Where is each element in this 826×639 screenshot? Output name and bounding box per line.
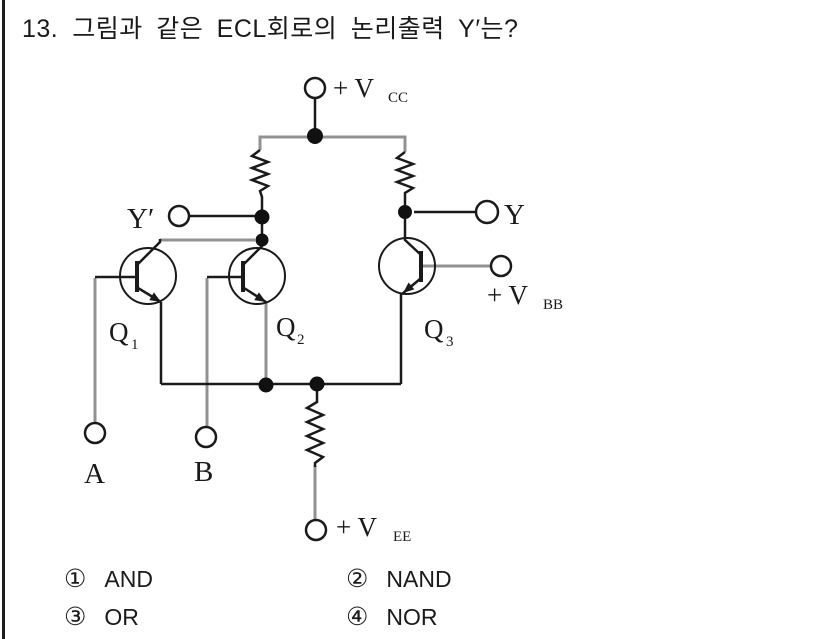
option-1: ① AND	[64, 566, 153, 592]
q2-emitter-arrow	[254, 292, 266, 302]
input-a-label: A	[84, 458, 105, 490]
question-text: 그림과 같은 ECL회로의 논리출력 Y′는?	[72, 15, 519, 43]
y-label: Y	[504, 199, 525, 231]
circuit-labels: + V CC Y′ Y + V BB + V EE Q 1 Q 2 Q 3 A …	[84, 73, 563, 545]
option-2-label: NAND	[386, 566, 452, 592]
terminals	[83, 76, 513, 542]
input-b-terminal	[194, 425, 218, 449]
option-4-marker: ④	[346, 603, 369, 631]
q1-label: Q	[109, 317, 129, 347]
vcc-terminal	[303, 76, 327, 100]
vcc-label-sub: CC	[388, 90, 408, 106]
y-prime-label: Y′	[127, 203, 154, 235]
q1-collector	[137, 239, 162, 265]
input-a-terminal	[83, 421, 107, 445]
option-4: ④ NOR	[346, 604, 438, 630]
emitter-node-dot-left	[258, 377, 274, 393]
vcc-node-dot	[307, 128, 323, 144]
y-node-dot	[398, 205, 412, 219]
collector-node-dot	[255, 233, 269, 247]
resistor-emitter	[303, 384, 327, 467]
q2-label-sub: 2	[297, 332, 305, 348]
vbb-terminal	[489, 254, 513, 278]
q3-label: Q	[424, 314, 444, 344]
question-number: 13.	[22, 15, 59, 43]
q3-body	[378, 237, 436, 295]
page-left-border	[2, 0, 5, 639]
vee-label: + V	[336, 512, 377, 542]
q1-emitter-arrow	[149, 292, 161, 302]
resistor-right	[393, 151, 417, 206]
question-line: 13. 그림과 같은 ECL회로의 논리출력 Y′는?	[22, 14, 518, 44]
option-1-label: AND	[104, 566, 153, 592]
y-prime-terminal	[167, 204, 191, 228]
option-4-label: NOR	[386, 604, 438, 630]
y-prime-node-dot	[254, 209, 270, 225]
option-2-marker: ②	[346, 565, 369, 593]
transistor-q3	[378, 214, 436, 295]
q2-label: Q	[276, 312, 296, 342]
option-3: ③ OR	[64, 604, 139, 630]
top-supply-rail	[258, 135, 407, 152]
gray-wires	[93, 135, 491, 520]
q3-collector	[403, 214, 421, 255]
option-1-marker: ①	[64, 565, 87, 593]
y-terminal	[474, 199, 500, 225]
transistor-q2	[207, 240, 286, 305]
emitter-node-dot-right	[309, 376, 325, 392]
vee-label-sub: EE	[393, 529, 411, 545]
option-3-marker: ③	[64, 603, 87, 631]
black-wires	[159, 98, 476, 467]
vcc-label: + V	[333, 73, 374, 103]
transistor-q1	[95, 239, 177, 305]
input-b-label: B	[194, 456, 213, 488]
q1-label-sub: 1	[131, 337, 139, 353]
vee-terminal	[304, 518, 328, 542]
vbb-label: + V	[487, 280, 528, 310]
vbb-label-sub: BB	[543, 297, 563, 313]
junction-dots	[254, 128, 412, 393]
resistor-left	[248, 149, 272, 211]
option-3-label: OR	[104, 604, 139, 630]
option-2: ② NAND	[346, 566, 452, 592]
q3-label-sub: 3	[446, 334, 454, 350]
q3-emitter-arrow	[403, 282, 415, 293]
